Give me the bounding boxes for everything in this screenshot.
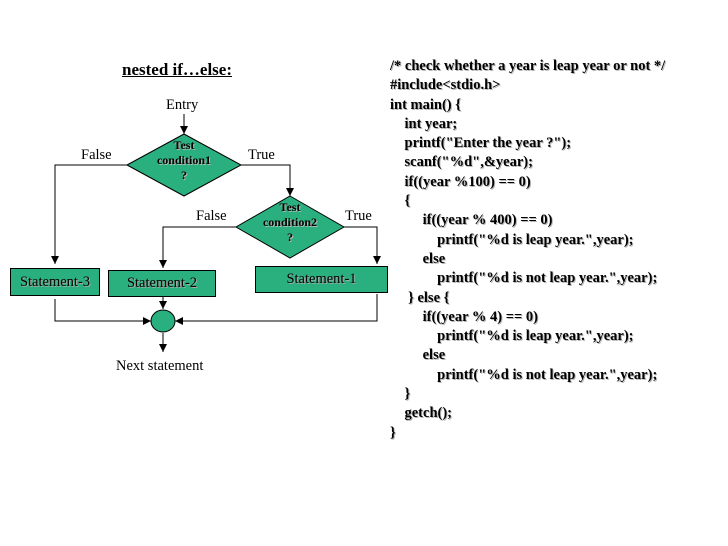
code-line: #include<stdio.h> — [390, 77, 501, 94]
code-line: printf("%d is leap year.",year); — [390, 231, 634, 248]
false1-connector — [51, 164, 127, 264]
code-line: } — [390, 386, 411, 403]
statement1-box: Statement-1 — [255, 266, 388, 293]
false2-label: False — [196, 208, 227, 224]
statement2-label: Statement-2 — [126, 275, 198, 291]
statement3-label: Statement-3 — [19, 273, 91, 290]
statement3-box: Statement-3 — [10, 268, 100, 296]
condition2-diamond — [234, 195, 346, 259]
true1-label: True — [248, 147, 275, 163]
true2-connector — [344, 226, 381, 264]
code-line: getch(); — [390, 405, 453, 422]
condition1-text: Test condition1 ? — [144, 138, 224, 183]
true2-label: True — [345, 208, 372, 224]
statement2-box: Statement-2 — [108, 270, 216, 297]
next-statement-label: Next statement — [116, 358, 204, 374]
diagram-title: nested if…else: — [122, 60, 233, 79]
code-line: int year; — [390, 115, 458, 132]
code-line: if((year %100) == 0) — [390, 173, 531, 190]
code-line: if((year % 4) == 0) — [390, 308, 538, 325]
code-line: else — [390, 347, 446, 364]
true1-connector — [241, 164, 294, 196]
code-line: } else { — [390, 289, 450, 306]
code-line: } — [390, 424, 396, 441]
code-line: if((year % 400) == 0) — [390, 212, 553, 229]
code-line: printf("%d is not leap year.",year); — [390, 270, 658, 287]
code-line: else — [390, 250, 446, 267]
code-listing: /* check whether a year is leap year or … — [390, 57, 665, 443]
code-line: scanf("%d",&year); — [390, 154, 533, 171]
merge-connector — [150, 309, 176, 333]
false2-connector — [159, 226, 236, 268]
condition2-text: Test condition2 ? — [250, 200, 330, 245]
condition1-line1: Test — [173, 138, 195, 152]
merge-line-right — [175, 294, 378, 325]
false1-label: False — [81, 147, 112, 163]
code-line: printf("%d is leap year.",year); — [390, 328, 634, 345]
code-line: /* check whether a year is leap year or … — [390, 58, 666, 74]
condition1-diamond — [125, 133, 243, 197]
condition2-line1: Test — [279, 200, 301, 214]
code-line: int main() { — [390, 96, 461, 113]
merge-line-left — [54, 299, 151, 325]
code-line: printf("%d is not leap year.",year); — [390, 366, 658, 383]
condition2-line3: ? — [287, 230, 293, 244]
condition1-line2: condition1 — [156, 153, 211, 167]
code-line: { — [390, 193, 411, 210]
code-line: printf("Enter the year ?"); — [390, 135, 572, 152]
statement1-label: Statement-1 — [286, 271, 357, 287]
condition1-line3: ? — [181, 168, 187, 182]
entry-label: Entry — [166, 97, 199, 113]
condition2-line2: condition2 — [262, 215, 317, 229]
